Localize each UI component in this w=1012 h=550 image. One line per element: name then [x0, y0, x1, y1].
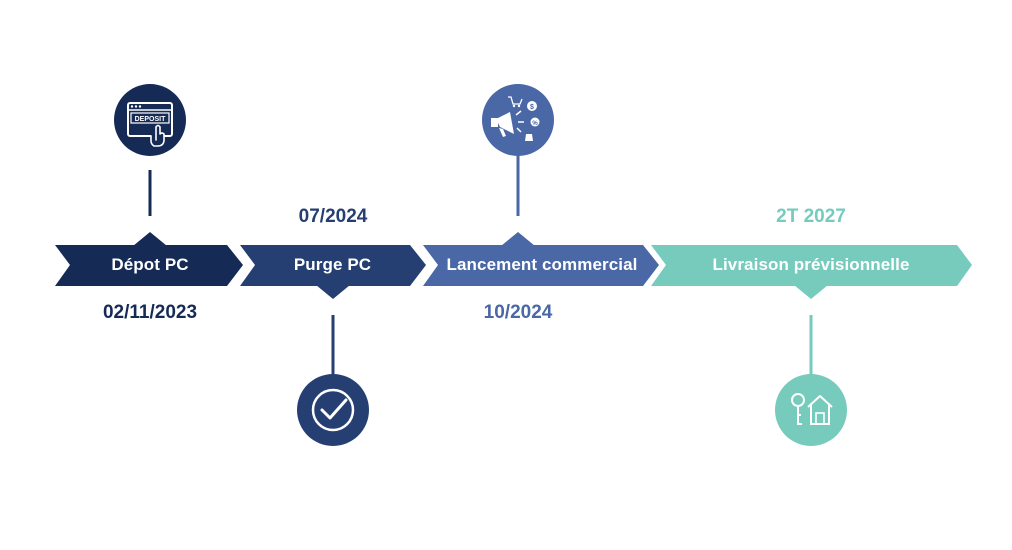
- chevron-depot: [55, 245, 243, 286]
- megaphone-icon: $ %: [482, 84, 554, 156]
- svg-text:%: %: [532, 121, 538, 127]
- step-label-lancement: Lancement commercial: [446, 255, 638, 274]
- pointer-depot: [133, 232, 167, 246]
- svg-text:DEPOSIT: DEPOSIT: [135, 116, 166, 123]
- pointer-livraison: [794, 285, 828, 299]
- pointer-purge: [316, 285, 350, 299]
- chevron-purge: [240, 245, 426, 286]
- step-label-purge: Purge PC: [293, 255, 372, 274]
- svg-text:$: $: [530, 104, 534, 111]
- date-purge: 07/2024: [298, 206, 368, 227]
- chevron-livraison: [651, 245, 972, 286]
- chevron-lancement: [423, 245, 659, 286]
- date-livraison: 2T 2027: [776, 206, 846, 227]
- checkmark-icon: [297, 374, 369, 446]
- pointer-lancement: [501, 232, 535, 246]
- step-label-livraison: Livraison prévisionnelle: [712, 255, 910, 274]
- date-lancement: 10/2024: [483, 302, 553, 323]
- step-label-depot: Dépot PC: [111, 255, 189, 274]
- key-house-icon: [775, 374, 847, 446]
- date-depot: 02/11/2023: [102, 302, 198, 323]
- deposit-icon: DEPOSIT: [114, 84, 186, 156]
